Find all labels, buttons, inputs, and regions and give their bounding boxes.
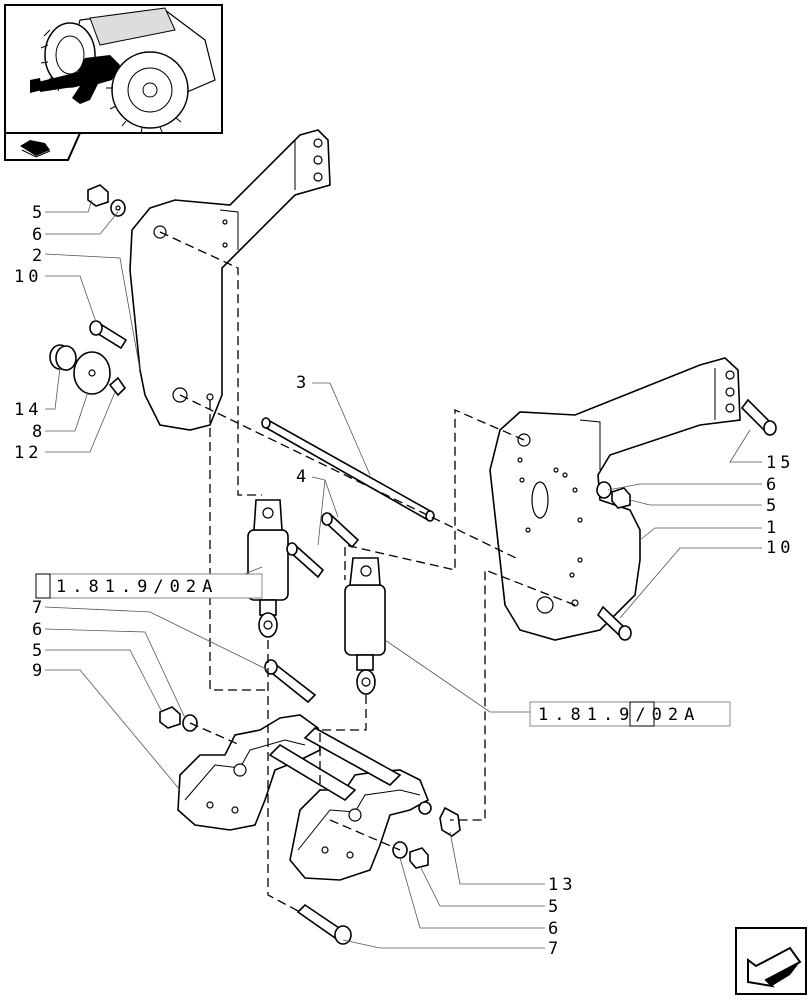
reference-link-right[interactable]: 1.81.9/02A bbox=[529, 701, 731, 727]
callout-6: 6 bbox=[32, 225, 46, 245]
reference-link-left[interactable]: 1.81.9/02A bbox=[35, 573, 263, 599]
callout-5: 5 bbox=[548, 897, 562, 917]
callout-7: 7 bbox=[32, 598, 46, 618]
reference-left-text: 1.81.9/02A bbox=[56, 577, 218, 597]
callout-3: 3 bbox=[296, 373, 310, 393]
callout-15: 15 bbox=[766, 453, 794, 473]
left-cylinder-part bbox=[247, 499, 289, 638]
callout-5: 5 bbox=[766, 496, 780, 516]
callout-5: 5 bbox=[32, 203, 46, 223]
callout-6: 6 bbox=[32, 620, 46, 640]
callout-10: 10 bbox=[14, 267, 42, 287]
callout-6: 6 bbox=[766, 475, 780, 495]
callout-labels: 5 6 2 10 14 8 12 3 4 15 6 5 1 10 7 6 5 9… bbox=[14, 203, 794, 959]
next-page-arrow-icon[interactable] bbox=[735, 927, 807, 995]
tractor-thumbnail-icon[interactable] bbox=[4, 4, 223, 161]
book-icon bbox=[20, 140, 51, 158]
right-cylinder-part bbox=[344, 557, 386, 695]
callout-2: 2 bbox=[32, 246, 46, 266]
callout-1: 1 bbox=[766, 518, 780, 538]
reference-right-text: 1.81.9/02A bbox=[538, 705, 700, 725]
callout-5: 5 bbox=[32, 641, 46, 661]
assembly-dashed-lines bbox=[159, 231, 576, 913]
lower-hitch-assembly-part bbox=[177, 714, 432, 881]
callout-8: 8 bbox=[32, 422, 46, 442]
callout-6: 6 bbox=[548, 919, 562, 939]
callout-4: 4 bbox=[296, 467, 310, 487]
callout-7: 7 bbox=[548, 939, 562, 959]
callout-13: 13 bbox=[548, 875, 576, 895]
fastener-parts bbox=[49, 184, 777, 945]
callout-10: 10 bbox=[766, 538, 794, 558]
callout-9: 9 bbox=[32, 661, 46, 681]
callout-12: 12 bbox=[14, 443, 42, 463]
callout-leader-lines bbox=[44, 199, 762, 949]
callout-14: 14 bbox=[14, 400, 42, 420]
